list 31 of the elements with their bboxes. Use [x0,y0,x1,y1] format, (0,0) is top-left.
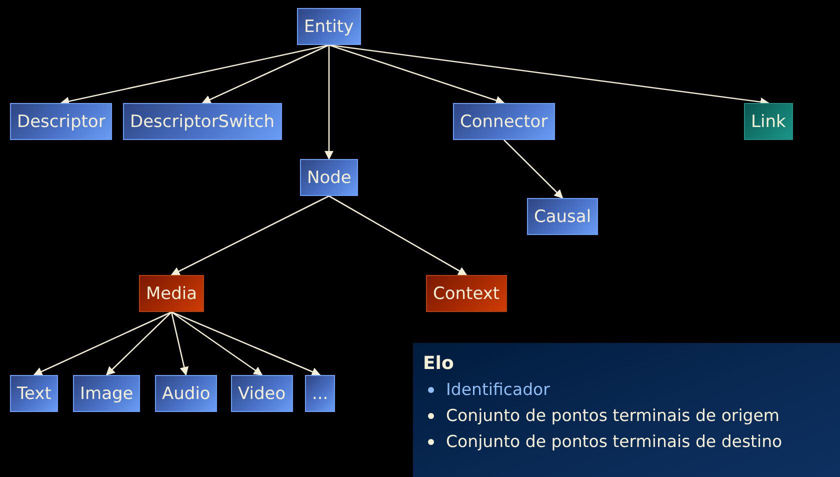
class-box: Causal [527,198,598,235]
arrow [324,45,334,160]
class-box: ... [305,375,336,412]
class-box: Link [744,103,793,140]
arrow [170,195,330,276]
class-box: Media [139,275,204,312]
class-box: Audio [155,375,218,412]
arrow [60,44,330,106]
arrow [170,312,189,376]
note-panel [413,343,840,477]
bullet-text: Conjunto de pontos terminais de destino [446,431,782,453]
arrow [504,140,564,199]
bullet-text: Conjunto de pontos terminais de origem [446,405,780,427]
arrow [328,195,468,276]
arrow [171,311,263,376]
class-box: Context [426,275,507,312]
class-box: Descriptor [10,103,112,140]
class-box: Node [300,159,358,196]
class-box: Entity [297,8,361,45]
arrow [202,44,330,104]
arrow [33,311,172,376]
panel-heading: Elo [423,352,455,376]
class-box: Connector [453,103,555,140]
class-box: Text [10,375,58,412]
arrow [171,311,321,376]
class-box: Image [73,375,140,412]
bullet-text: Identificador [446,379,550,401]
class-box: DescriptorSwitch [123,103,282,140]
class-box: Video [231,375,293,412]
arrow [106,312,172,376]
arrow [328,44,505,105]
